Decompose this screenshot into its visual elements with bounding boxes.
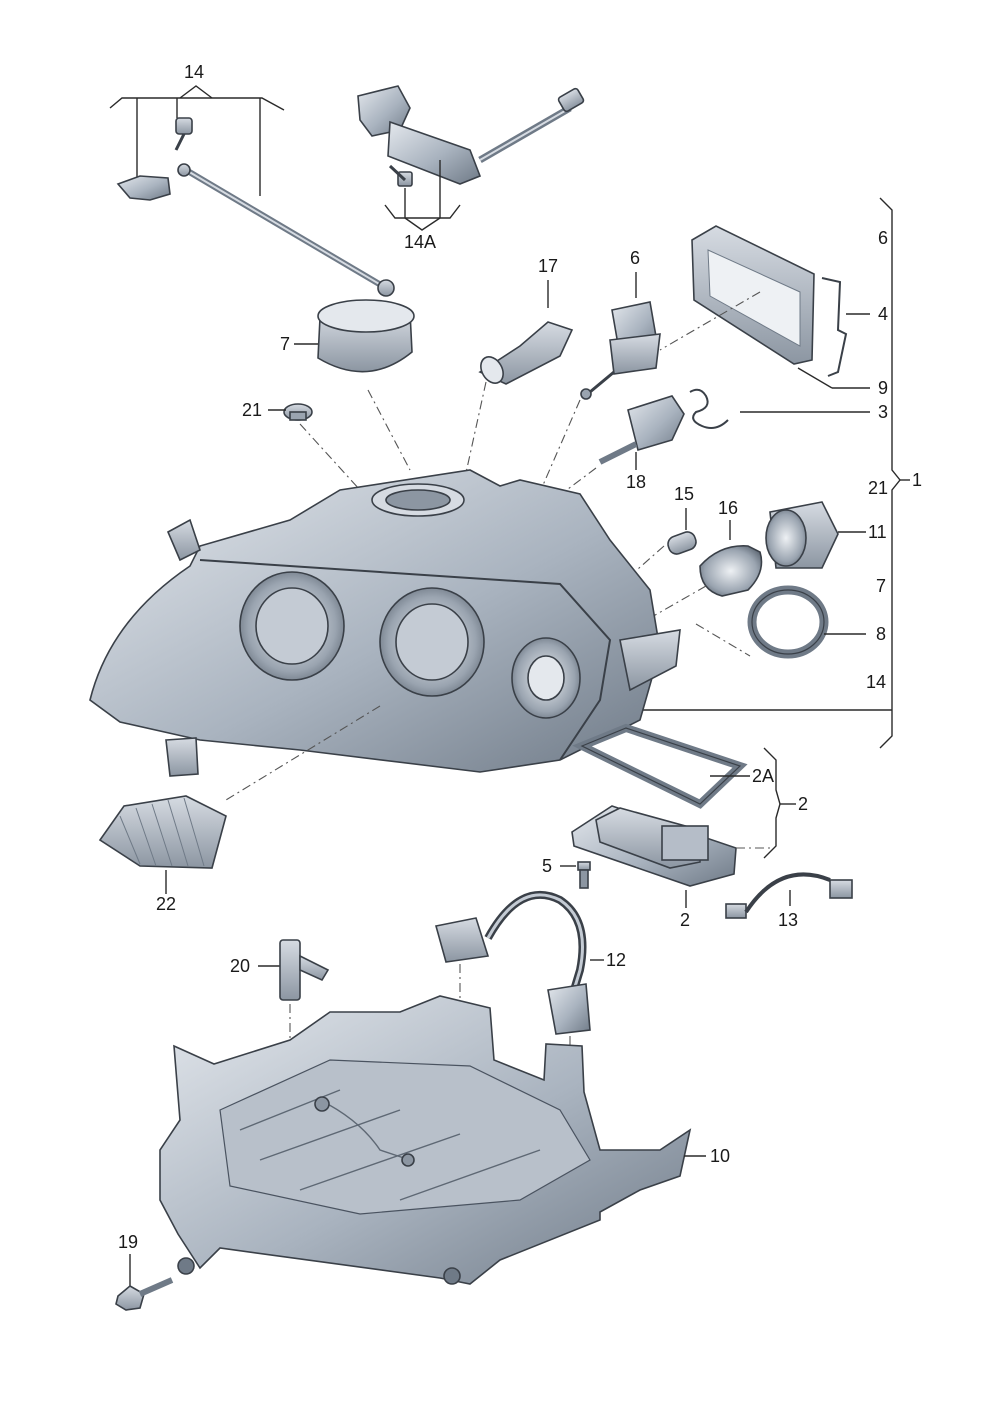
label-7-cap: 7 (280, 334, 290, 354)
control-unit-gasket (572, 723, 796, 859)
label-2-right: 2 (798, 794, 808, 814)
bulb-socket-and-ring (695, 501, 866, 659)
label-5: 5 (542, 856, 552, 876)
label-19: 19 (118, 1232, 138, 1252)
lens-cover (98, 795, 227, 894)
xenon-bulb (555, 395, 685, 499)
igniter-unit (539, 272, 661, 493)
sealing-plug (268, 403, 361, 491)
wiring-harness (434, 890, 604, 1050)
small-bulbs (629, 508, 763, 619)
label-2a: 2A (752, 766, 774, 786)
label-1: 1 (912, 470, 922, 490)
label-2-bottom: 2 (680, 910, 690, 930)
adjuster-motor-assembly (357, 85, 585, 231)
label-12: 12 (606, 950, 626, 970)
label-17: 17 (538, 256, 558, 276)
label-7-right: 7 (876, 576, 886, 596)
label-16: 16 (718, 498, 738, 518)
retaining-spring (689, 388, 870, 429)
label-13: 13 (778, 910, 798, 930)
label-14-right: 14 (866, 672, 886, 692)
label-6-right: 6 (878, 228, 888, 248)
label-14-top: 14 (184, 62, 204, 82)
label-21-plug: 21 (242, 400, 262, 420)
label-18: 18 (626, 472, 646, 492)
label-14a: 14A (404, 232, 436, 252)
control-unit (571, 805, 772, 908)
lower-carrier (159, 995, 706, 1285)
rear-cover (659, 225, 870, 389)
adjuster-rod-assembly (109, 85, 395, 297)
headlight-cap (294, 299, 415, 471)
halogen-bulb (459, 280, 574, 501)
label-20: 20 (230, 956, 250, 976)
label-6-bulb: 6 (630, 248, 640, 268)
label-11: 11 (868, 522, 887, 542)
screw-5 (560, 861, 591, 889)
label-21-right: 21 (868, 478, 888, 498)
label-4: 4 (878, 304, 888, 324)
headlight-housing (89, 469, 681, 801)
label-10: 10 (710, 1146, 730, 1166)
screw-19 (115, 1254, 174, 1311)
label-22: 22 (156, 894, 176, 914)
pin-20 (258, 939, 330, 1040)
label-9: 9 (878, 378, 888, 398)
cable-13 (725, 872, 853, 919)
label-15: 15 (674, 484, 694, 504)
label-3: 3 (878, 402, 888, 422)
callout-labels: 14 14A 17 6 6 4 9 3 7 21 18 21 1 15 16 1… (118, 62, 922, 1252)
label-8: 8 (876, 624, 886, 644)
